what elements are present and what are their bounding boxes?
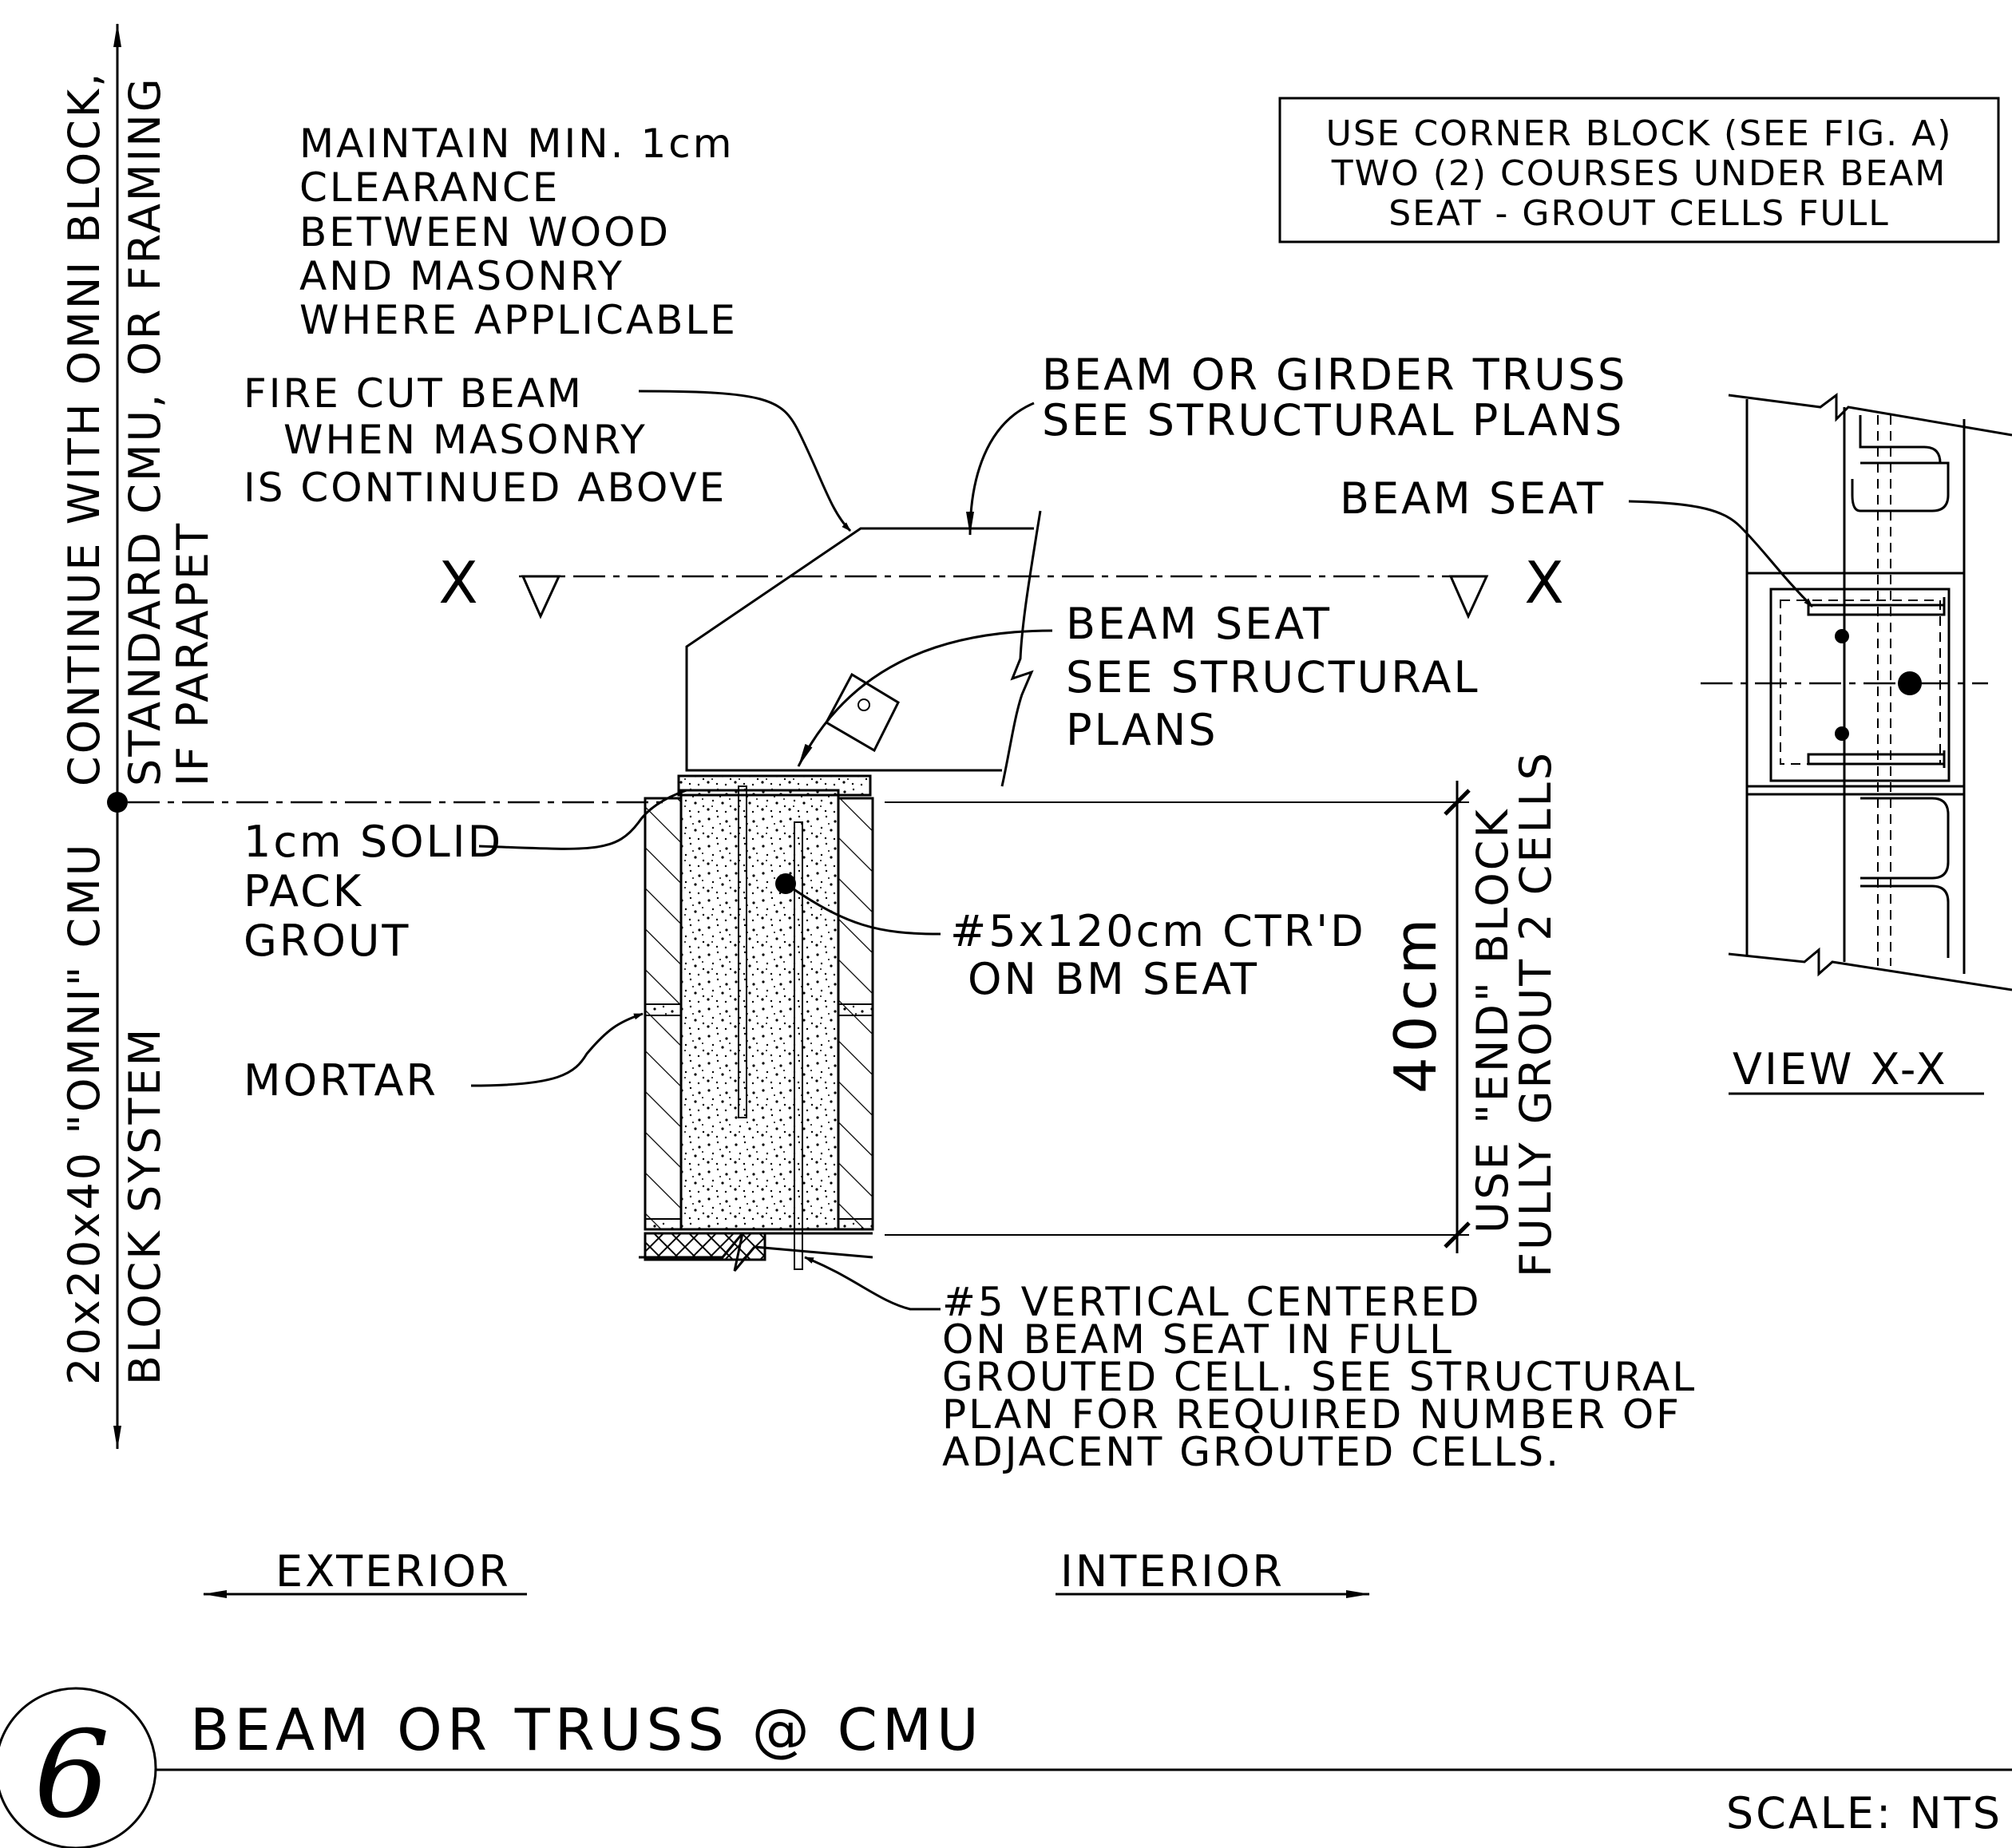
beam-seat-struct-line-1: BEAM SEAT: [1066, 599, 1332, 649]
note-box: [1278, 97, 2000, 243]
corner-block-note: USE CORNER BLOCK (SEE FIG. A) TWO (2) CO…: [1278, 97, 2000, 243]
end-block-line-1: USE "END" BLOCK: [1467, 807, 1518, 1233]
rebar-5x120-leader: [785, 882, 941, 936]
detail-title: BEAM OR TRUSS @ CMU: [190, 1696, 984, 1763]
beam-seat-tab: [824, 672, 900, 753]
solid-pack-grout-pad: [677, 774, 872, 797]
clearance-note: MAINTAIN MIN. 1cm CLEARANCE BETWEEN WOOD…: [299, 121, 738, 343]
rebar-5-vertical: [794, 821, 803, 1270]
section-cut-line: X X: [438, 549, 1568, 619]
view-label: VIEW X-X: [1733, 1044, 1948, 1094]
fire-cut-note: FIRE CUT BEAM WHEN MASONRY IS CONTINUED …: [244, 370, 852, 532]
vertical-5-leader: [804, 1256, 941, 1311]
vertical-5-note: #5 VERTICAL CENTERED ON BEAM SEAT IN FUL…: [804, 1256, 1697, 1475]
rebar-5x120-note: #5x120cm CTR'D ON BM SEAT: [775, 873, 1366, 1004]
beam-seat-struct-leader: [797, 629, 1053, 767]
clearance-line-2: CLEARANCE: [299, 164, 560, 211]
beam-seat-struct-note: BEAM SEAT SEE STRUCTURAL PLANS: [797, 599, 1480, 767]
title-block: 6 BEAM OR TRUSS @ CMU SCALE: NTS: [0, 1687, 2012, 1848]
corner-block-line-1: USE CORNER BLOCK (SEE FIG. A): [1326, 113, 1953, 154]
beam-girder-note: BEAM OR GIRDER TRUSS SEE STRUCTURAL PLAN…: [966, 350, 1627, 536]
solid-pack-line-1: 1cm SOLID: [244, 817, 503, 867]
beam-girder-line-1: BEAM OR GIRDER TRUSS: [1042, 350, 1627, 400]
elevation-triangle-left: [521, 575, 561, 619]
fire-cut-line-1: FIRE CUT BEAM: [244, 370, 584, 417]
beam-seat-struct-line-2: SEE STRUCTURAL: [1066, 652, 1480, 702]
beam-girder-leader: [966, 402, 1035, 536]
wall-reference-line: [107, 23, 128, 1450]
clearance-line-5: WHERE APPLICABLE: [299, 297, 738, 343]
continue-label-1: CONTINUE WITH OMNI BLOCK,: [59, 71, 109, 786]
vertical-5-line-1: #5 VERTICAL CENTERED: [942, 1279, 1482, 1325]
mortar-leader: [470, 1012, 644, 1087]
beam-girder-line-2: SEE STRUCTURAL PLANS: [1042, 395, 1624, 445]
cmu-wall-section: [639, 774, 874, 1272]
vertical-5-line-5: ADJACENT GROUTED CELLS.: [942, 1429, 1561, 1475]
view-bolt-top: [1835, 629, 1849, 643]
view-beam-seat-leader: [1628, 500, 1814, 608]
mortar-note: MORTAR: [244, 1012, 644, 1106]
exterior-indicator: EXTERIOR: [203, 1546, 527, 1598]
solid-pack-leader: [478, 789, 687, 850]
beam-seat-struct-line-3: PLANS: [1066, 705, 1218, 755]
fire-cut-leader: [638, 390, 852, 532]
interior-label: INTERIOR: [1060, 1546, 1285, 1597]
detail-number-bubble: [0, 1687, 157, 1848]
omni-cmu-label-2: BLOCK SYSTEM: [120, 1027, 170, 1385]
view-beam-seat-plate: [1769, 588, 1951, 782]
solid-pack-line-3: GROUT: [244, 916, 410, 966]
omni-cmu-label-1: 20x20x40 "OMNI" CMU: [59, 842, 109, 1385]
exterior-label: EXTERIOR: [275, 1546, 511, 1597]
clearance-line-1: MAINTAIN MIN. 1cm: [299, 121, 734, 167]
wall-origin-dot: [107, 792, 128, 813]
scale-label: SCALE: NTS: [1726, 1788, 2002, 1838]
view-beam-seat-label: BEAM SEAT: [1340, 473, 1606, 524]
view-x-x: BEAM SEAT VIEW X-X: [1340, 393, 2012, 1095]
clearance-line-4: AND MASONRY: [299, 253, 624, 299]
solid-pack-note: 1cm SOLID PACK GROUT: [244, 789, 687, 966]
vertical-5-line-2: ON BEAM SEAT IN FULL: [942, 1316, 1454, 1363]
fire-cut-line-3: IS CONTINUED ABOVE: [244, 465, 727, 511]
continue-label-3: IF PARAPET: [168, 521, 218, 786]
vertical-5-line-3: GROUTED CELL. SEE STRUCTURAL: [942, 1354, 1697, 1400]
mortar-label: MORTAR: [244, 1055, 438, 1106]
beam-profile: [685, 510, 1042, 787]
corner-block-line-3: SEAT - GROUT CELLS FULL: [1388, 193, 1890, 234]
section-marker-right: X: [1524, 549, 1568, 616]
section-marker-left: X: [438, 549, 482, 616]
clearance-line-3: BETWEEN WOOD: [299, 209, 671, 255]
dimension-40cm: 40cm: [1382, 781, 1471, 1253]
continue-label-2: STANDARD CMU, OR FRAMING: [120, 76, 170, 786]
mortar-joint-left: [644, 1003, 682, 1016]
view-bolt-bottom: [1835, 726, 1849, 741]
elevation-triangle-right: [1448, 575, 1489, 619]
interior-indicator: INTERIOR: [1056, 1546, 1370, 1598]
rebar-5x120: [738, 785, 747, 1118]
dimension-text: 40cm: [1382, 914, 1449, 1094]
end-block-line-2: FULLY GROUT 2 CELLS: [1511, 750, 1561, 1277]
rebar-5x120-line-1: #5x120cm CTR'D: [950, 906, 1366, 956]
mortar-joint-right: [838, 1003, 873, 1016]
end-block-note: USE "END" BLOCK FULLY GROUT 2 CELLS: [1467, 750, 1561, 1277]
rebar-5x120-line-2: ON BM SEAT: [968, 954, 1259, 1004]
corner-block-line-2: TWO (2) COURSES UNDER BEAM: [1331, 153, 1947, 194]
fire-cut-line-2: WHEN MASONRY: [283, 417, 648, 463]
solid-pack-line-2: PACK: [244, 866, 363, 916]
detail-number: 6: [34, 1706, 109, 1845]
vertical-5-line-4: PLAN FOR REQUIRED NUMBER OF: [942, 1391, 1681, 1438]
